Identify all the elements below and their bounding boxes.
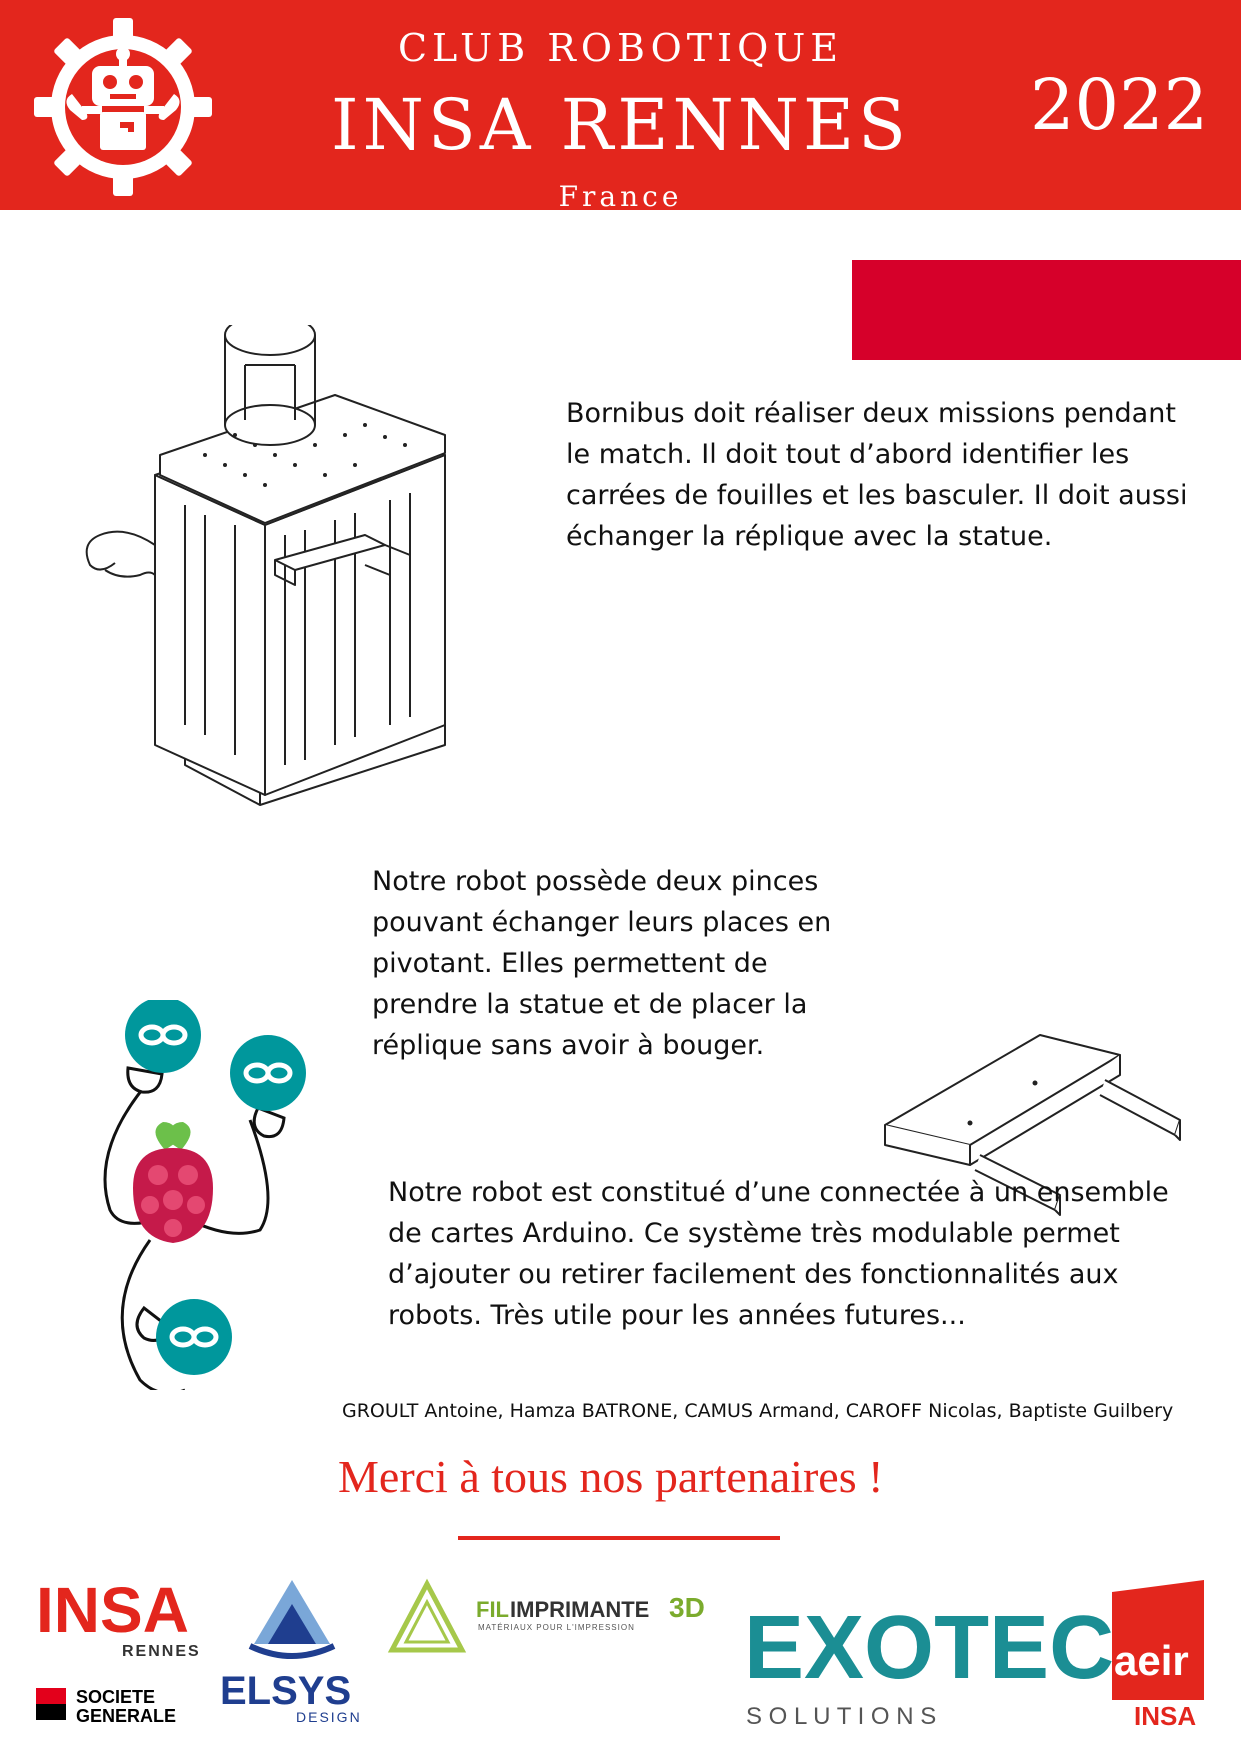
filimprimante3d-logo: FIL IMPRIMANTE 3D MATÉRIAUX POUR L'IMPRE… xyxy=(387,1578,705,1653)
thanks-underline xyxy=(458,1536,780,1540)
insa-rennes-logo: INSA RENNES xyxy=(36,1574,201,1660)
fil-b-text: IMPRIMANTE xyxy=(510,1597,649,1622)
year-label: 2022 xyxy=(1030,64,1209,146)
exotec-text: EXOTEC xyxy=(744,1598,1114,1698)
sg-line1-text: SOCIETE xyxy=(76,1687,155,1707)
club-subtitle: CLUB ROBOTIQUE xyxy=(397,26,844,70)
raspberry-pi-icon xyxy=(133,1122,213,1243)
aeir-sub-text: INSA xyxy=(1134,1701,1196,1731)
robot-cad-drawing xyxy=(85,325,446,806)
insa-logo-text: INSA xyxy=(36,1574,189,1646)
authors-line: GROULT Antoine, Hamza BATRONE, CAMUS Arm… xyxy=(342,1400,1174,1422)
societe-generale-logo: SOCIETE GENERALE xyxy=(36,1687,176,1726)
partner-logos: INSA RENNES SOCIETE GENERALE ELSYS DESIG… xyxy=(36,1574,1204,1731)
club-country: France xyxy=(558,180,683,213)
fil-c-text: 3D xyxy=(669,1592,705,1623)
thanks-heading: Merci à tous nos partenaires ! xyxy=(338,1451,884,1502)
arduino-raspberry-diagram xyxy=(103,1000,306,1390)
exotec-solutions-logo: EXOTEC S O L U T I O N S xyxy=(744,1598,1114,1730)
insa-city-text: RENNES xyxy=(122,1643,201,1660)
aeir-insa-logo: aeir INSA xyxy=(1112,1580,1204,1731)
exotec-sub-text: S O L U T I O N S xyxy=(746,1703,936,1730)
aeir-text: aeir xyxy=(1114,1637,1189,1684)
fil-a-text: FIL xyxy=(476,1597,509,1622)
elsys-sub-text: DESIGN xyxy=(296,1709,362,1725)
decorative-red-block xyxy=(852,260,1241,360)
gripper-cad-drawing xyxy=(884,1034,1181,1216)
grippers-paragraph: Notre robot possède deux pinces pouvant … xyxy=(372,866,832,1061)
mission-paragraph: Bornibus doit réaliser deux missions pen… xyxy=(566,398,1188,552)
elsys-design-logo: ELSYS DESIGN xyxy=(220,1580,362,1725)
elsys-text: ELSYS xyxy=(220,1669,351,1713)
club-robot-gear-logo xyxy=(34,18,212,196)
club-title: INSA RENNES xyxy=(330,84,910,166)
fil-sub-text: MATÉRIAUX POUR L'IMPRESSION xyxy=(478,1623,635,1632)
sg-line2-text: GENERALE xyxy=(76,1706,176,1726)
electronics-paragraph: Notre robot est constitué d’une connecté… xyxy=(388,1177,1169,1331)
